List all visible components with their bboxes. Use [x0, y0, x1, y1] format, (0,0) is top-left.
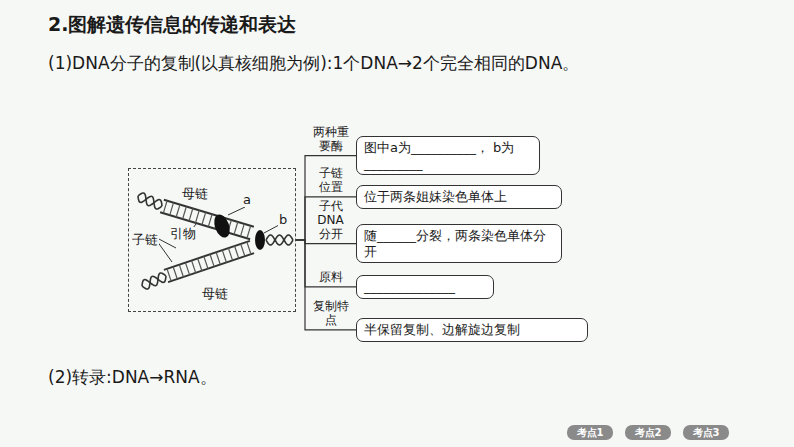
fill-box: 半保留复制、边解旋边复制 [356, 318, 588, 342]
nav-tab: 考点1 [567, 425, 613, 440]
primer-label: 引物 [169, 227, 197, 241]
box-text: 图中a为__________， b为_________ [364, 140, 532, 171]
dna-band [164, 241, 254, 282]
box-text: 位于两条姐妹染色单体上 [364, 189, 554, 205]
enzyme-a [211, 212, 232, 239]
slide-title: 2.图解遗传信息的传递和表达 [48, 12, 296, 38]
section-heading: (2)转录:DNA→RNA。 [48, 366, 217, 389]
box-text: 随______分裂，两条染色单体分开 [364, 228, 554, 259]
box-text: 半保留复制、边解旋边复制 [364, 322, 580, 338]
branch-label: 复制特点 [311, 300, 351, 328]
dna-helix [142, 273, 166, 286]
branch-label: 原料 [311, 271, 351, 285]
branch-label: 子链位置 [317, 167, 345, 195]
strand-label: 母链 [181, 187, 209, 201]
enzyme-label: b [278, 213, 288, 227]
branch-label: 两种重要酶 [312, 126, 350, 154]
dna-helix [138, 193, 162, 206]
leader-line [264, 225, 279, 233]
enzyme-label: a [242, 193, 252, 207]
strand-label: 母链 [201, 287, 229, 301]
fill-box: 位于两条姐妹染色单体上 [356, 185, 562, 209]
dna-helix [266, 235, 293, 245]
box-text: ______________ [364, 279, 486, 295]
dna-helix [266, 235, 293, 245]
section-heading: (1)DNA分子的复制(以真核细胞为例):1个DNA→2个完全相同的DNA。 [48, 52, 579, 75]
illustration-frame: 母链ab子链引物母链 [128, 168, 296, 312]
fill-box: 图中a为__________， b为_________ [356, 136, 540, 175]
leader-line [228, 207, 245, 215]
bracket-connector [296, 240, 356, 330]
nav-tab: 考点2 [625, 425, 671, 440]
leader-line [157, 241, 172, 262]
nav-tab: 考点3 [683, 425, 729, 440]
enzyme-b [255, 230, 265, 250]
fill-box: ______________ [356, 275, 494, 299]
dna-helix [142, 276, 166, 289]
fill-box: 随______分裂，两条染色单体分开 [356, 224, 562, 263]
dna-helix [138, 196, 162, 209]
strand-label: 子链 [131, 233, 159, 247]
branch-label: 子代DNA分开 [317, 200, 345, 241]
